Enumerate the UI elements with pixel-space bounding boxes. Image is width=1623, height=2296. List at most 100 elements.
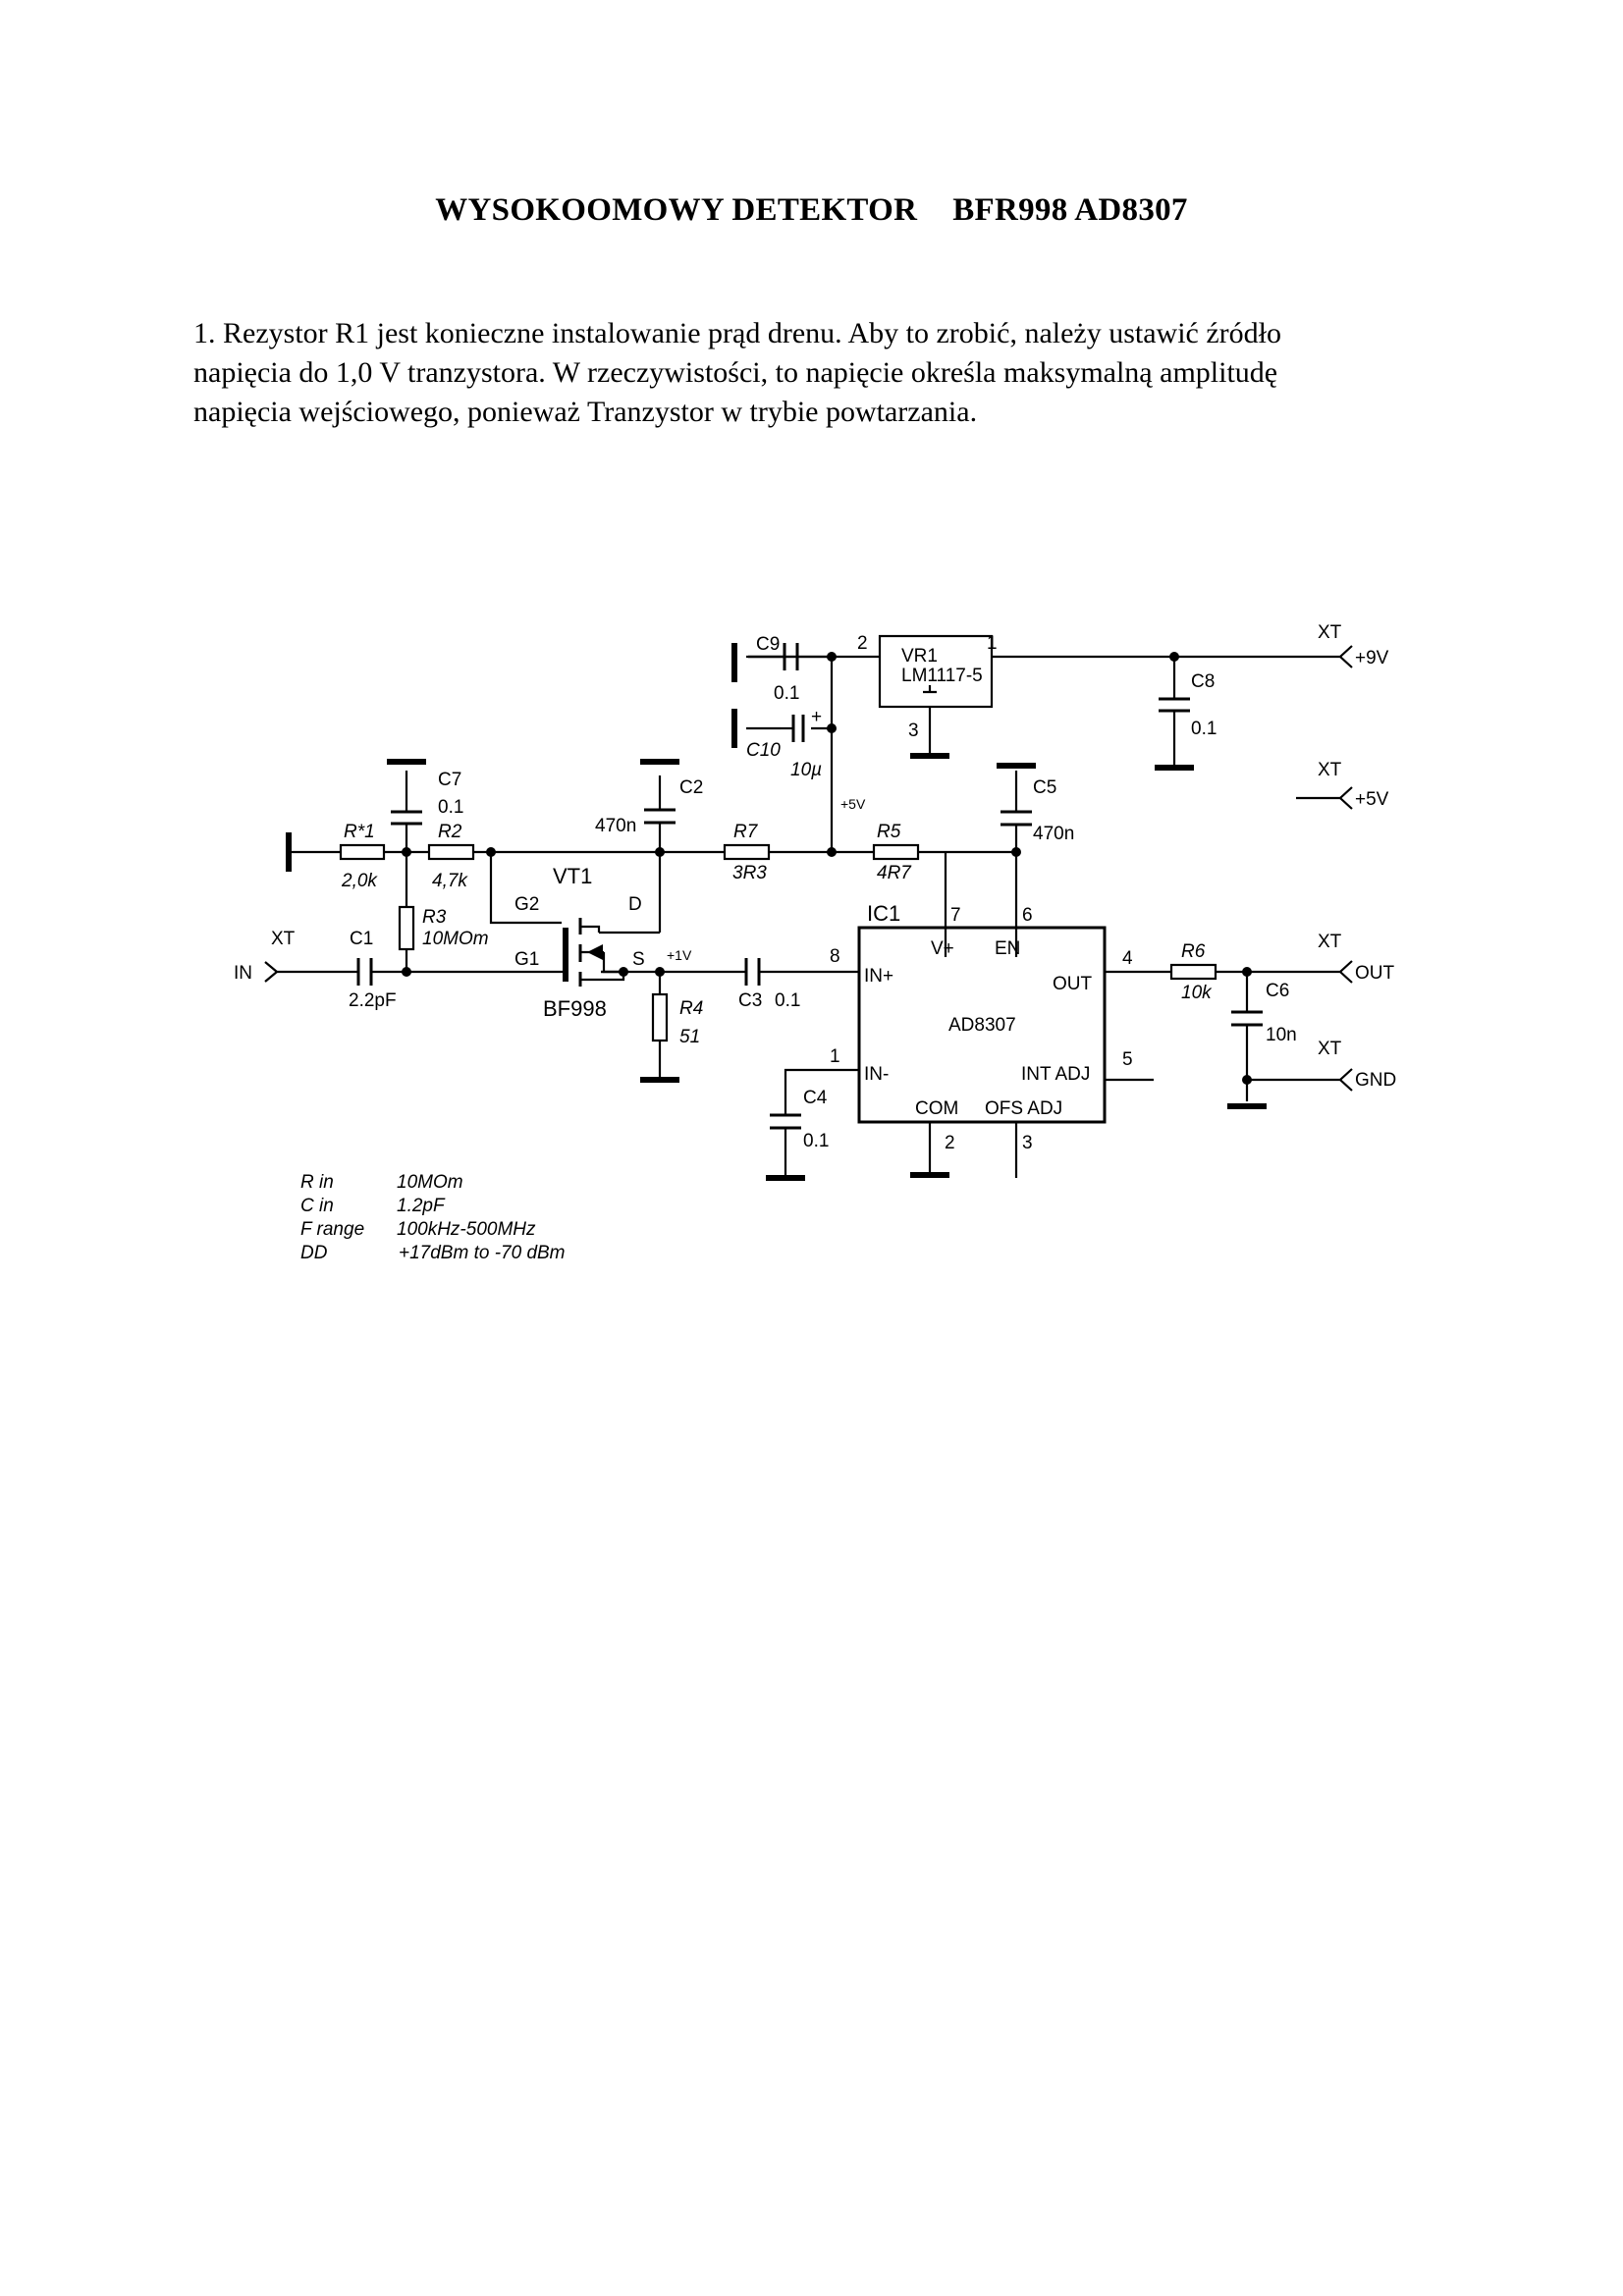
r5-ref: R5 — [877, 822, 901, 842]
r2-value: 4,7k — [432, 871, 468, 891]
resistors: R*1 2,0k R2 4,7k R3 10MOm R7 3R3 R5 4R7 … — [339, 822, 1217, 1047]
r4-ref: R4 — [679, 998, 703, 1019]
spec-param-cin: C in — [300, 1196, 334, 1216]
c2-value: 470n — [595, 816, 636, 836]
r1-value: 2,0k — [341, 871, 378, 891]
r1-ref: R*1 — [344, 822, 375, 842]
c9-ref: C9 — [756, 634, 780, 655]
c3-ref: C3 — [738, 990, 762, 1011]
xt-out-type: XT — [1318, 932, 1342, 952]
r2-ref: R2 — [438, 822, 462, 842]
ic1-pinnum-int-adj: 5 — [1122, 1049, 1133, 1070]
r3-value: 10MOm — [422, 929, 489, 949]
vt1-part: BF998 — [543, 996, 607, 1021]
c2-ref: C2 — [679, 777, 703, 798]
ground-symbols — [286, 643, 1267, 1181]
r7-value: 3R3 — [732, 863, 767, 883]
spec-param-frange: F range — [300, 1219, 364, 1240]
vr1-part: LM1117-5 — [901, 666, 983, 686]
title-part-2: BFR998 AD8307 — [952, 192, 1188, 228]
c3-value: 0.1 — [775, 990, 800, 1011]
regulator-vr1: VR1 LM1117-5 1 2 3 — [857, 633, 998, 741]
r3-ref: R3 — [422, 907, 447, 928]
c8-ref: C8 — [1191, 671, 1215, 692]
r6-ref: R6 — [1181, 941, 1206, 962]
xt-gnd-type: XT — [1318, 1039, 1342, 1059]
vt1-s: S — [632, 949, 645, 970]
xt-5v-type: XT — [1318, 760, 1342, 780]
ic1-pinnum-vplus: 7 — [950, 905, 961, 926]
c10-ref: C10 — [746, 740, 781, 761]
xt-gnd-label: GND — [1355, 1070, 1396, 1091]
ic1-pin-ofs-adj: OFS ADJ — [985, 1098, 1062, 1119]
c5-ref: C5 — [1033, 777, 1056, 798]
xt-in-label: IN — [234, 963, 252, 984]
c9-value: 0.1 — [774, 683, 799, 704]
vt1-source-voltage: +1V — [667, 947, 692, 963]
r6-value: 10k — [1181, 983, 1213, 1003]
vr1-pin-out: 2 — [857, 633, 868, 654]
paragraph-line-3: napięcia wejściowego, ponieważ Tranzysto… — [193, 396, 978, 428]
ic-ad8307: IC1 AD8307 IN+ IN- V+ EN OUT INT ADJ COM… — [830, 901, 1133, 1153]
c8-value: 0.1 — [1191, 719, 1217, 739]
r7-ref: R7 — [733, 822, 759, 842]
c6-value: 10n — [1266, 1025, 1297, 1045]
spec-param-rin: R in — [300, 1172, 334, 1193]
ic1-pin-out: OUT — [1053, 974, 1093, 994]
ic1-part: AD8307 — [948, 1015, 1016, 1036]
vt1-g2: G2 — [514, 894, 539, 915]
title-part-1: WYSOKOOMOWY DETEKTOR — [435, 192, 918, 228]
ic1-pin-en: EN — [995, 938, 1020, 959]
ic1-ref: IC1 — [867, 901, 900, 926]
c10-value: 10µ — [790, 760, 822, 780]
c1-ref: C1 — [350, 929, 373, 949]
rail-5v-label: +5V — [840, 796, 866, 812]
r5-value: 4R7 — [877, 863, 912, 883]
c1-value: 2.2pF — [349, 990, 397, 1011]
spec-value-dd: +17dBm to -70 dBm — [399, 1243, 566, 1263]
spec-value-frange: 100kHz-500MHz — [397, 1219, 536, 1240]
transistor-vt1: VT1 BF998 G1 G2 D S +1V — [514, 864, 692, 1021]
paragraph-line-1: 1. Rezystor R1 jest konieczne instalowan… — [193, 317, 1282, 349]
c7-ref: C7 — [438, 770, 461, 790]
xt-9v-type: XT — [1318, 622, 1342, 643]
ic1-pin-com: COM — [915, 1098, 958, 1119]
ic1-pinnum-in-plus: 8 — [830, 946, 840, 967]
xt-out-label: OUT — [1355, 963, 1395, 984]
c10-polarity: + — [811, 707, 822, 727]
description-paragraph: 1. Rezystor R1 jest konieczne instalowan… — [193, 314, 1470, 432]
page-title: WYSOKOOMOWY DETEKTOR BFR998 AD8307 — [0, 192, 1623, 229]
spec-value-cin: 1.2pF — [397, 1196, 446, 1216]
ic1-pinnum-com: 2 — [945, 1133, 955, 1153]
vr1-pin-gnd: 3 — [908, 721, 919, 741]
ic1-pinnum-out: 4 — [1122, 948, 1133, 969]
xt-in-type: XT — [271, 929, 296, 949]
xt-5v-label: +5V — [1355, 789, 1389, 810]
paragraph-line-2: napięcia do 1,0 V tranzystora. W rzeczyw… — [193, 356, 1278, 389]
ic1-pinnum-in-minus: 1 — [830, 1046, 840, 1067]
vt1-d: D — [628, 894, 642, 915]
vt1-g1: G1 — [514, 949, 539, 970]
connectors: XT IN XT +9V XT +5V XT OUT XT GND — [234, 622, 1396, 1092]
c6-ref: C6 — [1266, 981, 1289, 1001]
xt-9v-label: +9V — [1355, 648, 1389, 668]
spec-param-dd: DD — [300, 1243, 328, 1263]
ic1-pin-in-minus: IN- — [864, 1064, 889, 1085]
spec-value-rin: 10MOm — [397, 1172, 463, 1193]
ic1-pin-int-adj: INT ADJ — [1021, 1064, 1090, 1085]
vr1-pin-in: 1 — [987, 633, 998, 654]
ic1-pinnum-en: 6 — [1022, 905, 1033, 926]
ic1-pin-in-plus: IN+ — [864, 966, 893, 987]
ic1-pin-vplus: V+ — [931, 938, 954, 959]
junctions — [402, 652, 1252, 1085]
ic1-pinnum-ofs-adj: 3 — [1022, 1133, 1033, 1153]
vr1-ref: VR1 — [901, 646, 938, 667]
r4-value: 51 — [679, 1027, 700, 1047]
c5-value: 470n — [1033, 824, 1074, 844]
c4-ref: C4 — [803, 1088, 828, 1108]
c4-value: 0.1 — [803, 1131, 829, 1151]
specs-table: R in 10MOm C in 1.2pF F range 100kHz-500… — [300, 1172, 566, 1263]
c7-value: 0.1 — [438, 797, 463, 818]
capacitors: C9 0.1 + C10 10µ C8 0.1 C7 0.1 C2 470n C… — [349, 634, 1297, 1151]
